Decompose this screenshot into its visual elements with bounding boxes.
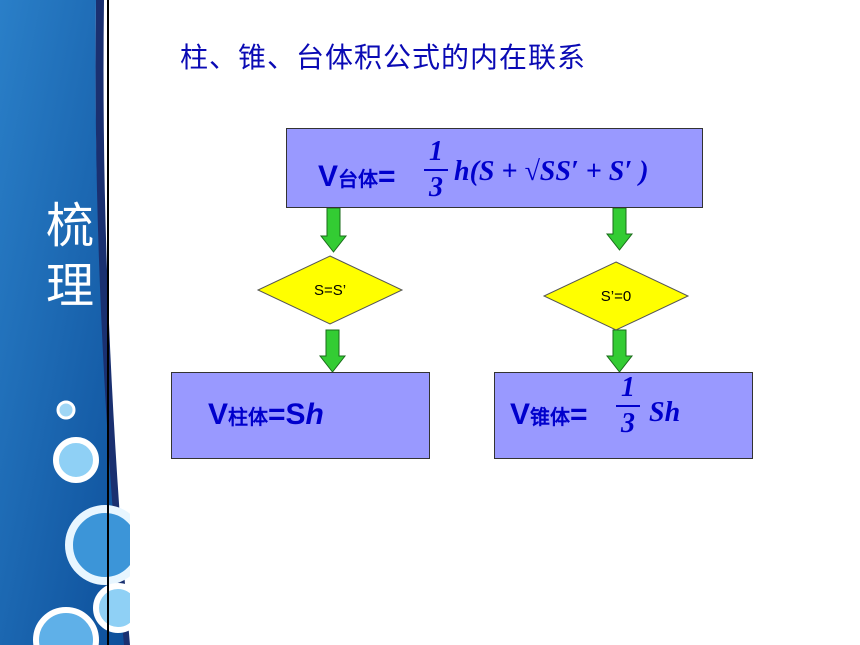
prism-eq: =S — [268, 398, 306, 431]
prism-sub: 柱体 — [228, 405, 269, 429]
cone-volume-label: V锥体= — [510, 398, 588, 432]
prism-volume-label: V柱体=Sh — [208, 398, 324, 432]
sidebar: 梳 理 — [0, 0, 130, 645]
cone-frac-num: 1 — [621, 372, 635, 403]
diamond-left — [256, 255, 404, 325]
sidebar-label: 梳 理 — [40, 196, 100, 316]
frustum-eq: = — [378, 160, 396, 193]
prism-h: h — [305, 398, 324, 431]
prism-v: V — [208, 398, 229, 431]
frustum-fraction: 1 3 — [424, 137, 448, 203]
frustum-volume-box — [286, 128, 703, 208]
cone-v: V — [510, 398, 531, 431]
frustum-volume-label: V台体= — [318, 160, 396, 194]
diamond-right-label: S’=0 — [600, 288, 632, 305]
frustum-v: V — [318, 160, 339, 193]
sidebar-decoration — [0, 0, 130, 645]
diamond-right — [542, 261, 690, 331]
prism-volume-box — [171, 372, 430, 459]
slide-border — [107, 0, 109, 645]
slide-title: 柱、锥、台体积公式的内在联系 — [180, 41, 587, 74]
cone-sub: 锥体 — [530, 405, 571, 429]
arrow-right-top — [605, 207, 634, 251]
cone-frac-den: 3 — [621, 408, 635, 439]
arrow-right-bottom — [605, 329, 634, 373]
cone-volume-box — [494, 372, 753, 459]
arrow-left-top — [319, 207, 348, 253]
frustum-frac-den: 3 — [429, 172, 443, 203]
sidebar-char-2: 理 — [45, 258, 94, 314]
cone-fraction: 1 3 — [616, 373, 640, 439]
diamond-left-label: S=S’ — [313, 282, 347, 299]
cone-eq: = — [570, 398, 588, 431]
sidebar-char-1: 梳 — [45, 198, 94, 254]
frustum-frac-num: 1 — [429, 136, 443, 167]
frustum-sub: 台体 — [338, 167, 379, 191]
cone-formula: Sh — [649, 397, 681, 428]
frustum-formula: h(S + √SS′ + S′ ) — [454, 156, 649, 187]
arrow-left-bottom — [318, 329, 347, 373]
